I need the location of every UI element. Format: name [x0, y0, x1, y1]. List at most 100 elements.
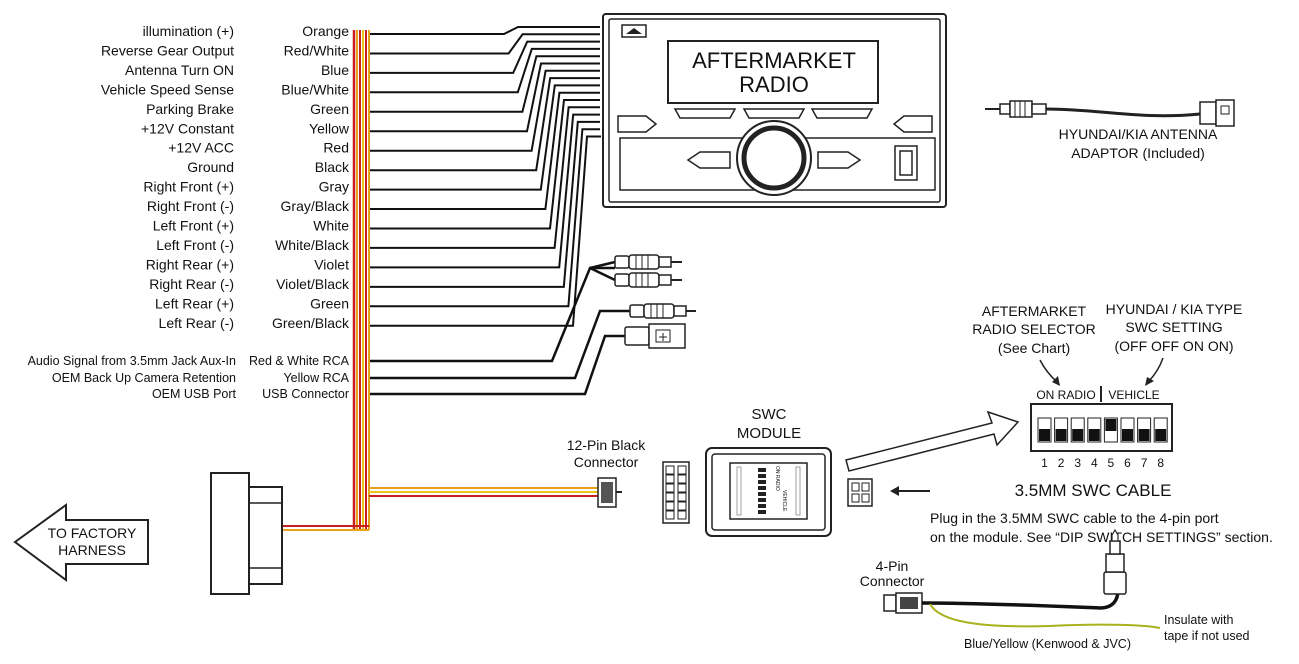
factory-label-line2: HARNESS: [58, 542, 126, 558]
wire-color-label: Violet: [314, 256, 349, 272]
wire-color-label: Green/Black: [272, 315, 350, 331]
dip-on-radio-label: ON RADIO: [1036, 388, 1095, 402]
wire-color-label: Red: [323, 140, 349, 156]
dip-type-label-line1: HYUNDAI / KIA TYPE: [1106, 301, 1243, 317]
cable-note-line1: Plug in the 3.5MM SWC cable to the 4-pin…: [930, 510, 1219, 526]
wire-function-label: Antenna Turn ON: [125, 62, 234, 78]
wire-line: [370, 128, 600, 308]
pin4-label-line2: Connector: [860, 573, 925, 589]
dip-number: 4: [1091, 456, 1098, 470]
wire-color-label: Blue: [321, 62, 349, 78]
wire-function-label: illumination (+): [143, 23, 234, 39]
wire-line: [370, 69, 600, 152]
dip-selector-label-line3: (See Chart): [998, 340, 1070, 356]
connector-function-label: OEM Back Up Camera Retention: [52, 371, 236, 385]
wire-function-label: Parking Brake: [146, 101, 234, 117]
swc-module-tiny-vehicle: VEHICLE: [781, 490, 787, 512]
connector-label-list: Audio Signal from 3.5mm Jack Aux-In Red &…: [28, 354, 350, 401]
wire-line: [370, 62, 600, 133]
radio-label-line2: RADIO: [739, 72, 809, 97]
swc-cable: 3.5MM SWC CABLE Plug in the 3.5MM SWC ca…: [860, 481, 1273, 651]
wire-line: [370, 91, 600, 210]
swc-module-label-line1: SWC: [752, 406, 787, 423]
wire-color-label: White: [313, 218, 349, 234]
antenna-label-line1: HYUNDAI/KIA ANTENNA: [1059, 126, 1218, 142]
wire-function-label: Left Rear (-): [159, 315, 234, 331]
dip-number: 8: [1157, 456, 1164, 470]
dip-number: 2: [1058, 456, 1065, 470]
dip-vehicle-label: VEHICLE: [1108, 388, 1159, 402]
wire-line: [370, 113, 600, 269]
wire-line: [370, 99, 600, 230]
dip-cells: [1037, 417, 1168, 443]
insert-arrow: [890, 486, 930, 496]
module-12pin-port: [662, 461, 690, 524]
factory-harness-arrow: TO FACTORY HARNESS: [13, 503, 149, 582]
wire-function-label: +12V ACC: [168, 140, 234, 156]
antenna-adaptor: HYUNDAI/KIA ANTENNA ADAPTOR (Included): [985, 99, 1235, 161]
black-connector-label-line2: Connector: [574, 454, 639, 470]
wire-function-label: Reverse Gear Output: [101, 42, 234, 58]
connector-color-label: Yellow RCA: [283, 371, 349, 385]
wire-function-label: Vehicle Speed Sense: [101, 81, 234, 97]
swc-module-tiny-on-radio: ON RADIO: [774, 466, 780, 491]
wire-color-label: Gray/Black: [281, 198, 350, 214]
zoom-arrow: [845, 410, 1020, 472]
rca-plug-red: [614, 254, 682, 270]
dip-type-label-line2: SWC SETTING: [1125, 319, 1222, 335]
dip-selector-label-line1: AFTERMARKET: [982, 303, 1087, 319]
connector-function-label: OEM USB Port: [152, 387, 237, 401]
wire-function-label: Left Rear (+): [155, 295, 234, 311]
dip-knob: [1072, 429, 1084, 441]
wire-color-label: Gray: [319, 179, 349, 195]
connector-function-label: Audio Signal from 3.5mm Jack Aux-In: [28, 354, 236, 368]
wire-line: [370, 47, 600, 94]
radio-label-line1: AFTERMARKET: [692, 48, 856, 73]
wire-line: [370, 84, 600, 191]
connector-color-label: Red & White RCA: [249, 354, 350, 368]
wire-color-label: Orange: [302, 23, 349, 39]
wire-trunk: [282, 30, 598, 531]
wire-function-label: Right Front (+): [143, 179, 234, 195]
wire-color-label: Black: [315, 159, 350, 175]
usb-plug: [624, 323, 686, 349]
black-connector-label-line1: 12-Pin Black: [567, 437, 647, 453]
dip-number: 6: [1124, 456, 1131, 470]
wire-line: [370, 106, 600, 249]
dip-number: 7: [1141, 456, 1148, 470]
swc-module-label-line2: MODULE: [737, 425, 801, 442]
wire-function-label: Right Rear (+): [146, 256, 234, 272]
wire-function-label: Left Front (-): [156, 237, 234, 253]
dip-knob: [1155, 429, 1167, 441]
wire-line: [370, 55, 600, 113]
factory-label-line1: TO FACTORY: [48, 525, 137, 541]
wire-function-label: Right Rear (-): [149, 276, 234, 292]
wire-color-label: Green: [310, 101, 349, 117]
module-4pin-port: [847, 478, 873, 507]
pin4-label-line1: 4-Pin: [876, 558, 909, 574]
connector-color-label: USB Connector: [262, 387, 349, 401]
cable-title: 3.5MM SWC CABLE: [1015, 481, 1172, 500]
wire-function-label: Right Front (-): [147, 198, 234, 214]
wire-line: [370, 135, 601, 327]
dip-knob: [1138, 429, 1150, 441]
wire-color-label: Violet/Black: [276, 276, 350, 292]
dip-switch: AFTERMARKET RADIO SELECTOR (See Chart) H…: [972, 301, 1242, 470]
wire-color-label: Blue/White: [281, 81, 349, 97]
dip-number: 5: [1108, 456, 1115, 470]
black-connector-12pin: 12-Pin Black Connector: [567, 437, 647, 508]
rca-plug-yellow: [629, 303, 696, 319]
factory-plug: [210, 472, 283, 595]
rca-plug-white: [614, 272, 682, 288]
wire-function-label: +12V Constant: [141, 120, 234, 136]
dip-number: 3: [1074, 456, 1081, 470]
wire-color-label: Green: [310, 295, 349, 311]
antenna-label-line2: ADAPTOR (Included): [1071, 145, 1205, 161]
dip-knob: [1039, 429, 1050, 441]
dip-knob: [1088, 429, 1100, 441]
wire-line: [370, 33, 600, 55]
swc-module: SWC MODULE ON RADIO VEHICLE: [705, 406, 832, 537]
